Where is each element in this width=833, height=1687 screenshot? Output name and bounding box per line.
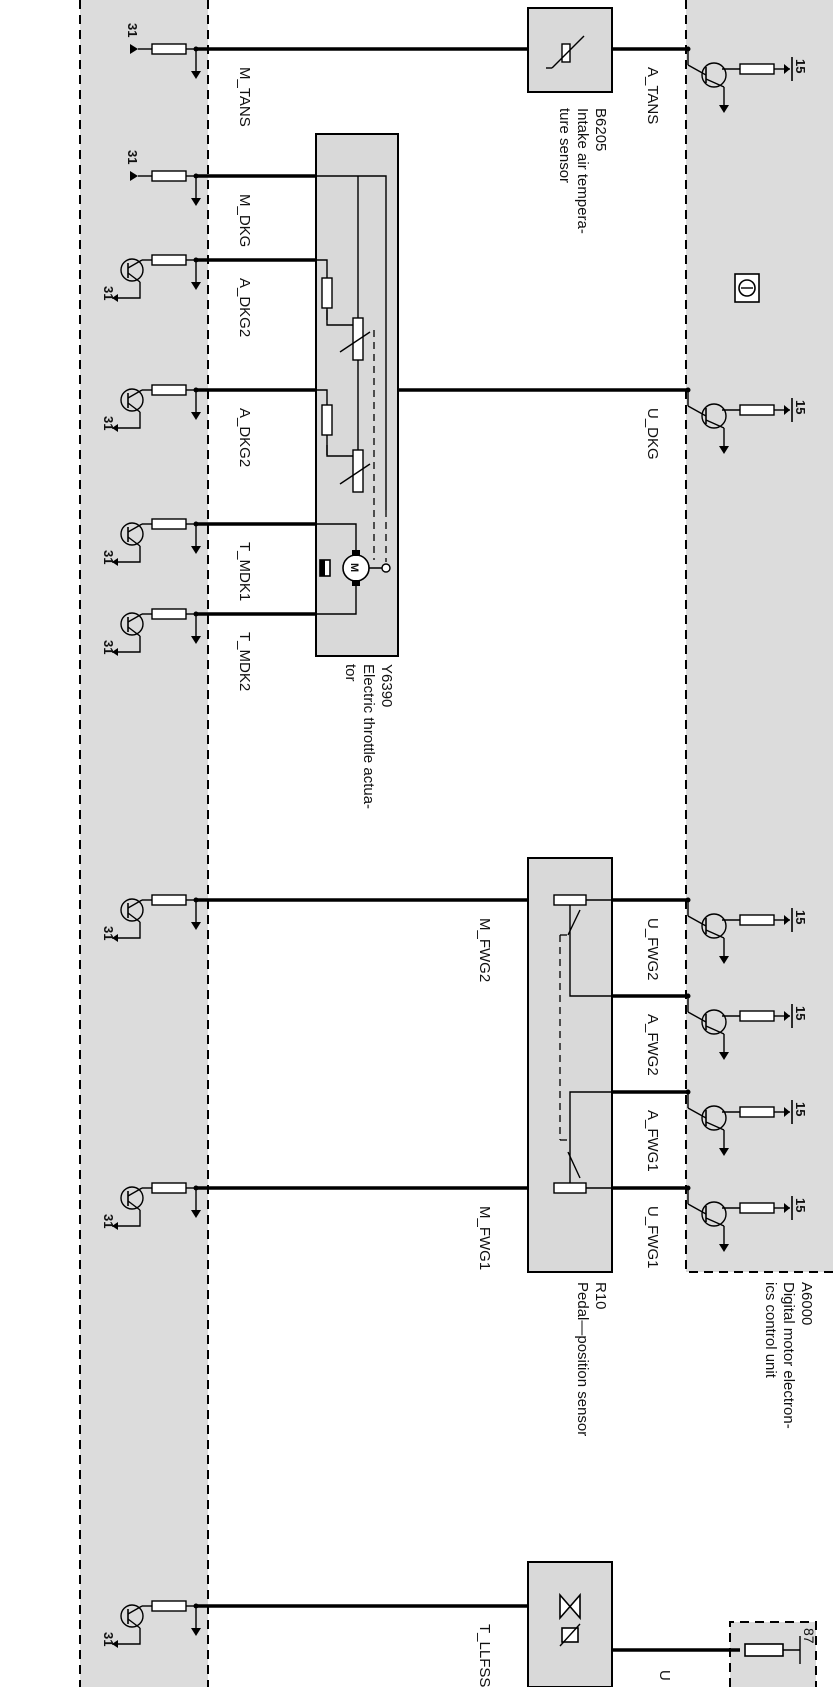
b6205-line2: ture sensor xyxy=(556,108,573,183)
y6390-code: Y6390 xyxy=(378,664,395,707)
right-signal-label-4: A_FWG1 xyxy=(644,1110,661,1172)
left-signal-label-7: M_FWG1 xyxy=(476,1206,493,1270)
left-stage-6: 31 xyxy=(101,894,201,942)
right-stage-4: 15 xyxy=(685,1089,808,1156)
right-stage-5: 15 xyxy=(685,1185,808,1252)
left-stage-0: 31 xyxy=(125,23,201,79)
valve-component xyxy=(527,1561,613,1687)
left-ground-label-1: 31 xyxy=(125,150,140,164)
y6390-actuator xyxy=(315,133,399,657)
left-ground-label-0: 31 xyxy=(125,23,140,37)
left-stage-2: 31 xyxy=(101,254,201,302)
right-stage-1: 15 xyxy=(685,387,808,454)
right-supply-label-5: 15 xyxy=(793,1198,808,1212)
left-stage-4: 31 xyxy=(101,518,201,566)
a6000-line2: ics control unit xyxy=(762,1282,779,1379)
right-stage-3: 15 xyxy=(685,993,808,1060)
left-stage-3: 31 xyxy=(101,384,201,432)
motor-symbol-label: M xyxy=(348,563,360,572)
right-driver-stages: 15 15 15 15 15 15 xyxy=(685,46,808,1252)
b6205-sensor xyxy=(527,7,613,93)
wires xyxy=(196,47,740,1652)
r10-code: R10 xyxy=(592,1282,609,1310)
left-signal-label-3: A_DKG2 xyxy=(236,408,253,467)
right-supply-label-4: 15 xyxy=(793,1102,808,1116)
left-signal-label-2: A_DKG2 xyxy=(236,278,253,337)
right-signal-label-5: U_FWG1 xyxy=(644,1206,661,1269)
right-signal-label-2: U_FWG2 xyxy=(644,918,661,981)
left-signal-label-6: M_FWG2 xyxy=(476,918,493,982)
a6000-line1: Digital motor electron- xyxy=(780,1282,797,1429)
left-signal-label-4: T_MDK1 xyxy=(236,542,253,601)
left-signal-label-1: M_DKG xyxy=(236,194,253,247)
r10-sensor xyxy=(527,857,613,1273)
y6390-line1: Electric throttle actua- xyxy=(360,664,377,809)
r10-line1: Pedal—position sensor xyxy=(574,1282,591,1436)
a6000-label: A6000 Digital motor electron- ics contro… xyxy=(762,1282,815,1429)
left-stage-5: 31 xyxy=(101,608,201,656)
b6205-code: B6205 xyxy=(592,108,609,151)
labels: M_TANSM_DKGA_DKG2A_DKG2T_MDK1T_MDK2M_FWG… xyxy=(236,67,661,1687)
relay-boundary xyxy=(729,1621,817,1687)
right-supply-label-2: 15 xyxy=(793,910,808,924)
left-signal-label-0: M_TANS xyxy=(236,67,253,127)
relay-terminal-label: 87 xyxy=(801,1628,817,1644)
left-ground-label-2: 31 xyxy=(101,286,116,300)
right-signal-label-1: U_DKG xyxy=(644,408,661,460)
right-signal-label-3: A_FWG2 xyxy=(644,1014,661,1076)
left-signal-label-5: T_MDK2 xyxy=(236,632,253,691)
left-ground-label-5: 31 xyxy=(101,640,116,654)
right-stage-0: 15 xyxy=(685,46,808,113)
a6000-boundary xyxy=(685,0,833,1273)
left-ground-label-4: 31 xyxy=(101,550,116,564)
b6205-line1: Intake air tempera- xyxy=(574,108,591,234)
left-ground-label-7: 31 xyxy=(101,1214,116,1228)
right-stage-2: 15 xyxy=(685,897,808,964)
control-unit-icon xyxy=(734,273,760,303)
a6000-code: A6000 xyxy=(798,1282,815,1325)
right-supply-label-3: 15 xyxy=(793,1006,808,1020)
left-ground-label-6: 31 xyxy=(101,926,116,940)
right-supply-label-0: 15 xyxy=(793,59,808,73)
left-control-panel xyxy=(80,0,208,1687)
y6390-label: Y6390 Electric throttle actua- tor xyxy=(342,664,395,809)
right-supply-label-1: 15 xyxy=(793,400,808,414)
relay-fuse xyxy=(744,1636,801,1664)
left-stage-8: 31 xyxy=(101,1600,201,1648)
left-stage-1: 31 xyxy=(125,150,201,206)
bottom-right-signal-label: U xyxy=(656,1670,673,1681)
left-driver-stages: 31 31 31 31 31 31 31 31 31 xyxy=(101,23,201,1648)
left-signal-label-8: T_LLFSS xyxy=(476,1624,493,1687)
left-ground-label-3: 31 xyxy=(101,416,116,430)
right-signal-label-0: A_TANS xyxy=(644,67,661,124)
left-stage-7: 31 xyxy=(101,1182,201,1230)
b6205-label: B6205 Intake air tempera- ture sensor xyxy=(556,108,609,234)
left-ground-label-8: 31 xyxy=(101,1632,116,1646)
right-control-panel xyxy=(686,0,833,1272)
y6390-line2: tor xyxy=(342,664,359,682)
r10-label: R10 Pedal—position sensor xyxy=(574,1282,609,1436)
